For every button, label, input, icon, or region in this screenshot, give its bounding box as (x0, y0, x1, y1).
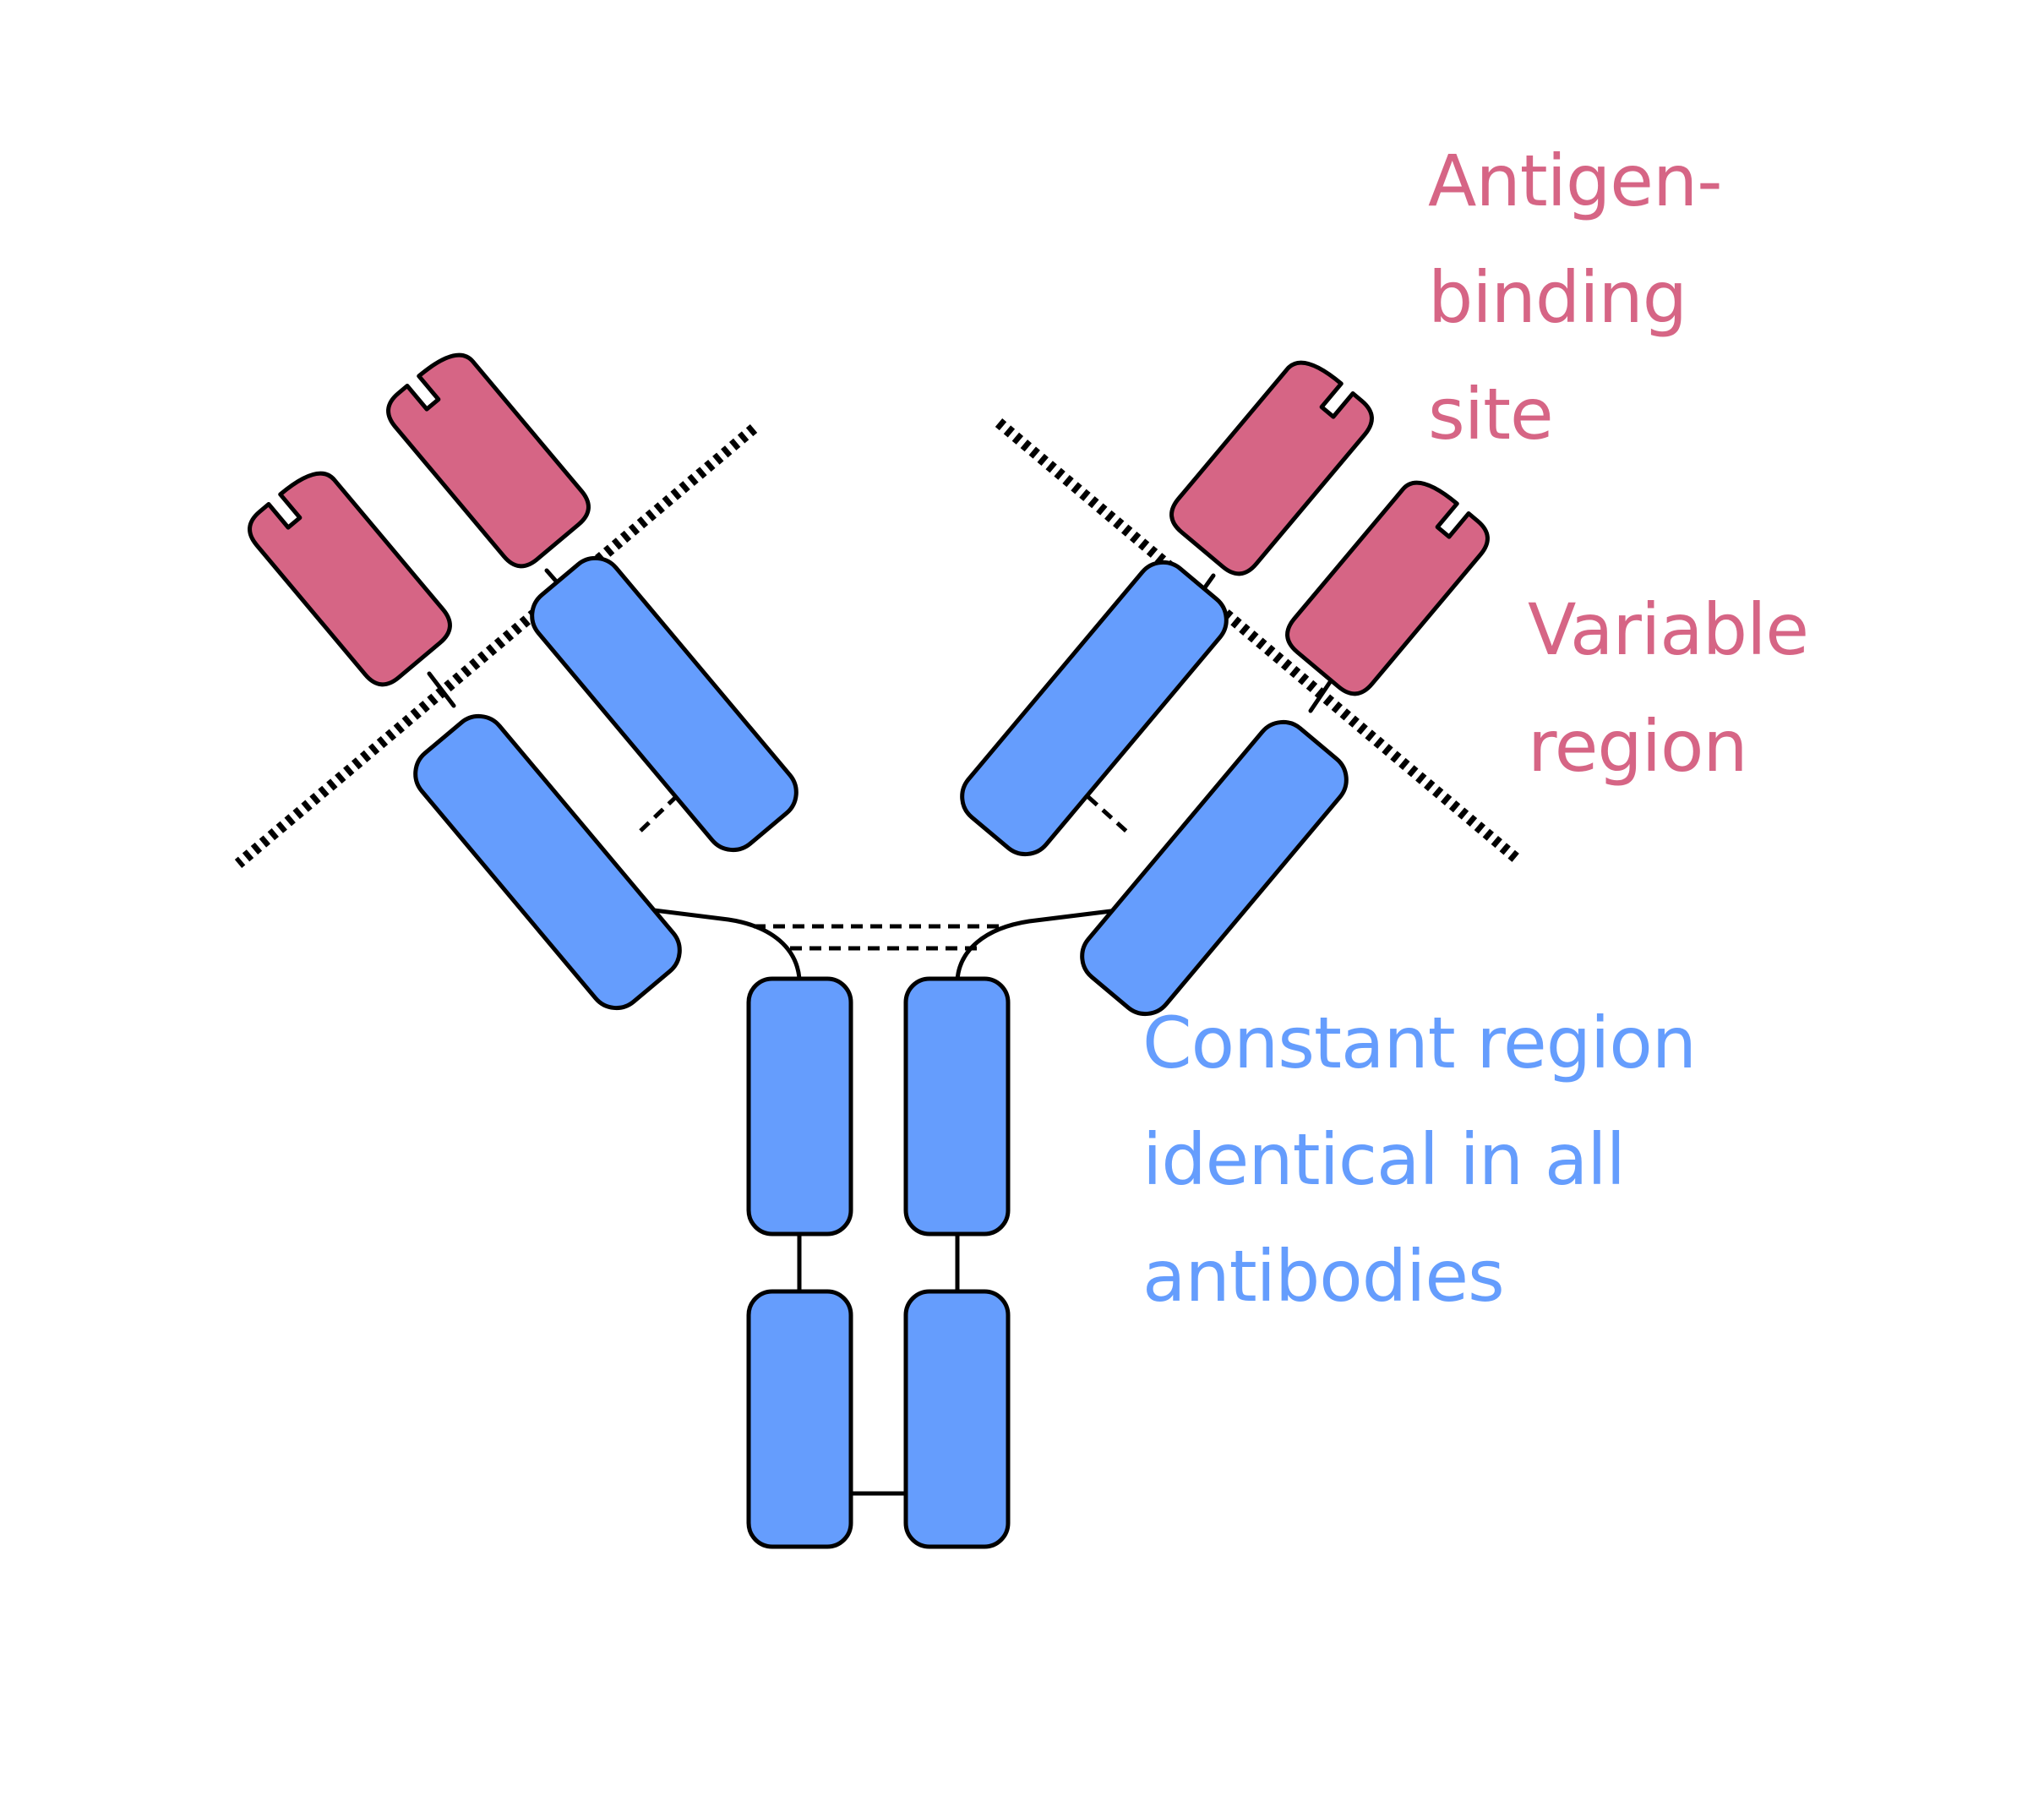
left-hinge-line (624, 904, 802, 981)
variable-region-label: Variable region (1528, 571, 1809, 805)
antigen-binding-site-label-line-3: site (1428, 373, 1554, 456)
constant-region-label-line-1: Constant region (1142, 1002, 1697, 1084)
stem-domain-top-left (746, 976, 853, 1237)
left-arm-constant-domain-lower (413, 713, 682, 1011)
variable-region-label-line-1: Variable (1528, 588, 1809, 671)
variable-domains (248, 352, 1490, 696)
right-region-boundary (995, 418, 1521, 863)
antigen-binding-site-label-line-2: binding (1428, 256, 1687, 339)
region-boundaries (234, 418, 1521, 868)
right-arm-constant-domain-lower (1080, 719, 1349, 1017)
constant-region-label: Constant region identical in all antibod… (1142, 985, 1697, 1335)
antigen-binding-site-label: Antigen- binding site (1428, 123, 1723, 472)
constant-region-label-line-3: antibodies (1142, 1235, 1505, 1318)
right-arm-variable-domain-upper (1169, 360, 1374, 576)
constant-domains (413, 555, 1349, 1549)
left-region-boundary (234, 424, 758, 868)
antigen-binding-site-label-line-1: Antigen- (1428, 139, 1723, 222)
stem-domain-bottom-right (903, 1289, 1011, 1549)
constant-region-label-line-2: identical in all (1142, 1118, 1626, 1201)
connectors (427, 568, 1333, 1496)
variable-region-label-line-2: region (1528, 705, 1748, 788)
left-arm-variable-domain-lower (248, 471, 452, 687)
right-hinge-line (955, 906, 1134, 983)
stem-domain-top-right (903, 976, 1011, 1237)
stem-domain-bottom-left (746, 1289, 853, 1549)
right-arm-constant-domain-upper (960, 560, 1229, 857)
left-light-heavy-bond (639, 793, 680, 833)
right-light-heavy-bond (1087, 795, 1131, 836)
left-arm-constant-domain-upper (530, 555, 799, 853)
right-arm-variable-domain-lower (1285, 480, 1490, 696)
left-arm-variable-domain-upper (386, 352, 591, 569)
